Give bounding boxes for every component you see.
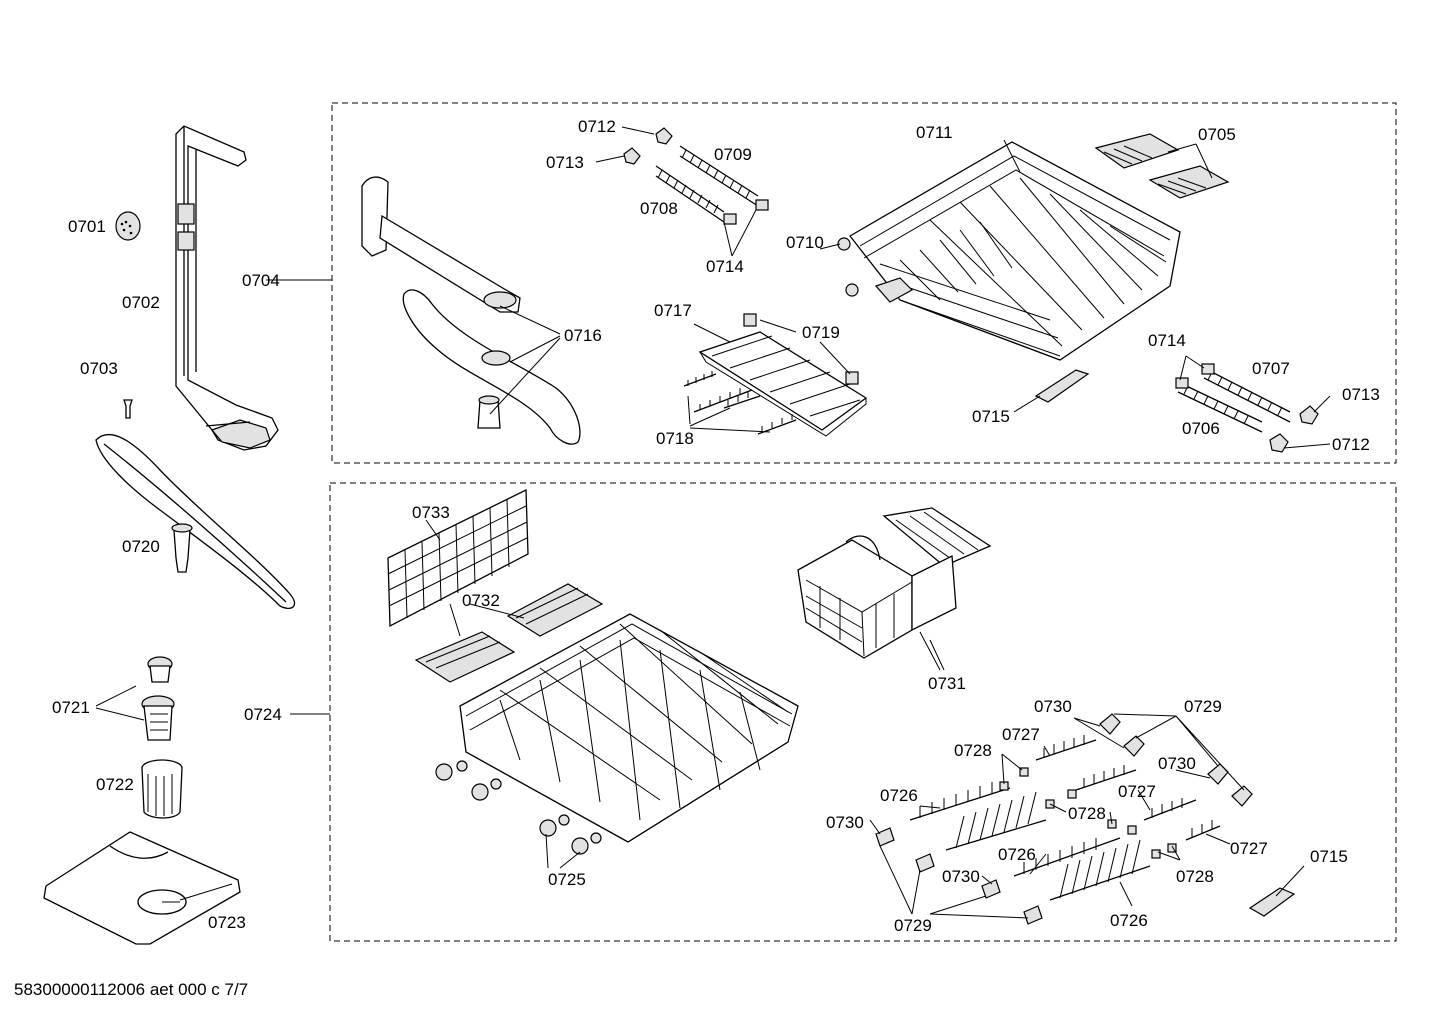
label-0721: 0721	[52, 698, 90, 717]
label-0726-b: 0726	[998, 845, 1036, 864]
upper-spray-arm-0704	[361, 176, 521, 313]
label-0732: 0732	[462, 591, 500, 610]
label-0718: 0718	[656, 429, 694, 448]
label-0715-a: 0715	[972, 407, 1010, 426]
label-0713-a: 0713	[546, 153, 584, 172]
label-0701: 0701	[68, 217, 106, 236]
label-0728-a: 0728	[954, 741, 992, 760]
label-0726-c: 0726	[1110, 911, 1148, 930]
rails-0708-0709	[623, 127, 769, 225]
cutlery-basket-0731	[797, 507, 992, 659]
tine-strips-0718	[683, 371, 797, 435]
label-0728-c: 0728	[1176, 867, 1214, 886]
label-0709: 0709	[714, 145, 752, 164]
label-0725: 0725	[548, 870, 586, 889]
label-0703: 0703	[80, 359, 118, 378]
spray-arm-0716	[402, 289, 581, 445]
upper-basket-group-frame	[331, 102, 1397, 464]
clips-0728-0729-0730	[875, 713, 1253, 925]
label-0722: 0722	[96, 775, 134, 794]
lower-spray-arm-0720	[95, 433, 296, 609]
microfilter-0722	[141, 759, 183, 819]
label-0727-c: 0727	[1230, 839, 1268, 858]
grid-insert-0733	[387, 488, 529, 628]
handle-0715-lower	[1248, 887, 1296, 917]
cutlery-tray-0717	[698, 331, 868, 437]
label-0728-b: 0728	[1068, 804, 1106, 823]
label-0733: 0733	[412, 503, 450, 522]
label-0729-a: 0729	[1184, 697, 1222, 716]
label-0727-a: 0727	[1002, 725, 1040, 744]
label-0708: 0708	[640, 199, 678, 218]
drawing-reference-number: 58300000112006 aet 000 c 7/7	[14, 980, 249, 999]
label-0711: 0711	[916, 123, 953, 142]
nozzle-0701	[115, 211, 141, 241]
lower-basket-group-frame	[329, 482, 1397, 942]
label-0716: 0716	[564, 326, 602, 345]
label-0706: 0706	[1182, 419, 1220, 438]
handle-0715-upper	[1034, 369, 1090, 403]
label-0729-b: 0729	[894, 916, 932, 935]
label-0715-b: 0715	[1310, 847, 1348, 866]
screw-0703	[123, 399, 133, 419]
label-0705: 0705	[1198, 125, 1236, 144]
label-0710: 0710	[786, 233, 824, 252]
rails-0706-0707	[1175, 363, 1319, 453]
upper-basket-0711	[837, 141, 1181, 361]
label-0730-a: 0730	[1034, 697, 1072, 716]
label-0720: 0720	[122, 537, 160, 556]
label-0730-b: 0730	[1158, 754, 1196, 773]
tray-clips-0719	[743, 313, 859, 385]
label-0724: 0724	[244, 705, 282, 724]
label-0702: 0702	[122, 293, 160, 312]
label-0717: 0717	[654, 301, 692, 320]
label-0704: 0704	[242, 271, 280, 290]
label-0723: 0723	[208, 913, 246, 932]
label-0714-b: 0714	[1148, 331, 1186, 350]
tine-rows-0726-0727	[909, 735, 1221, 901]
label-0727-b: 0727	[1118, 782, 1156, 801]
lower-basket-0724	[459, 613, 799, 843]
label-0726-a: 0726	[880, 786, 918, 805]
fine-filter-plate-0723	[43, 831, 241, 945]
leader-lines	[95, 126, 1331, 919]
label-0712-b: 0712	[1332, 435, 1370, 454]
wheels-0725	[435, 760, 602, 855]
filter-0721	[141, 656, 175, 741]
label-0730-d: 0730	[942, 867, 980, 886]
label-0730-c: 0730	[826, 813, 864, 832]
supply-pipe-0702	[175, 125, 279, 451]
label-0707: 0707	[1252, 359, 1290, 378]
cup-racks-0705	[1094, 133, 1230, 199]
label-0714-a: 0714	[706, 257, 744, 276]
cup-racks-0732	[414, 583, 604, 683]
label-0731: 0731	[928, 674, 966, 693]
label-0719: 0719	[802, 323, 840, 342]
label-0713-b: 0713	[1342, 385, 1380, 404]
part-labels: 0701 0702 0703 0704 0720 0721 0724 0722 …	[52, 117, 1380, 935]
label-0712-a: 0712	[578, 117, 616, 136]
